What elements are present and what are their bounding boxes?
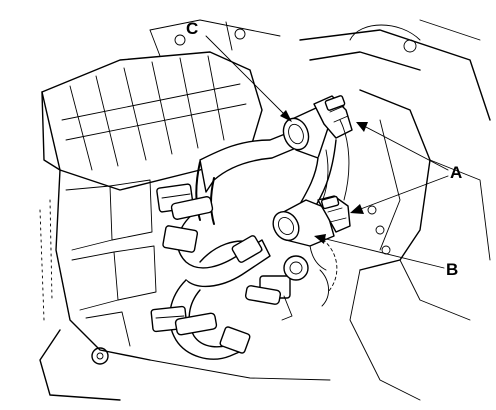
callout-a-label: A	[450, 163, 462, 182]
callout-b-label: B	[446, 260, 458, 279]
callout-c-label: C	[186, 19, 198, 38]
upper-pipe-fitting	[282, 95, 353, 213]
lower-pipe-fitting	[272, 195, 351, 271]
engine-block	[39, 51, 331, 401]
right-structure	[149, 19, 491, 401]
heater-hose-left	[150, 183, 271, 360]
leader-lines	[205, 35, 449, 269]
lower-clamp-cluster	[244, 235, 338, 321]
